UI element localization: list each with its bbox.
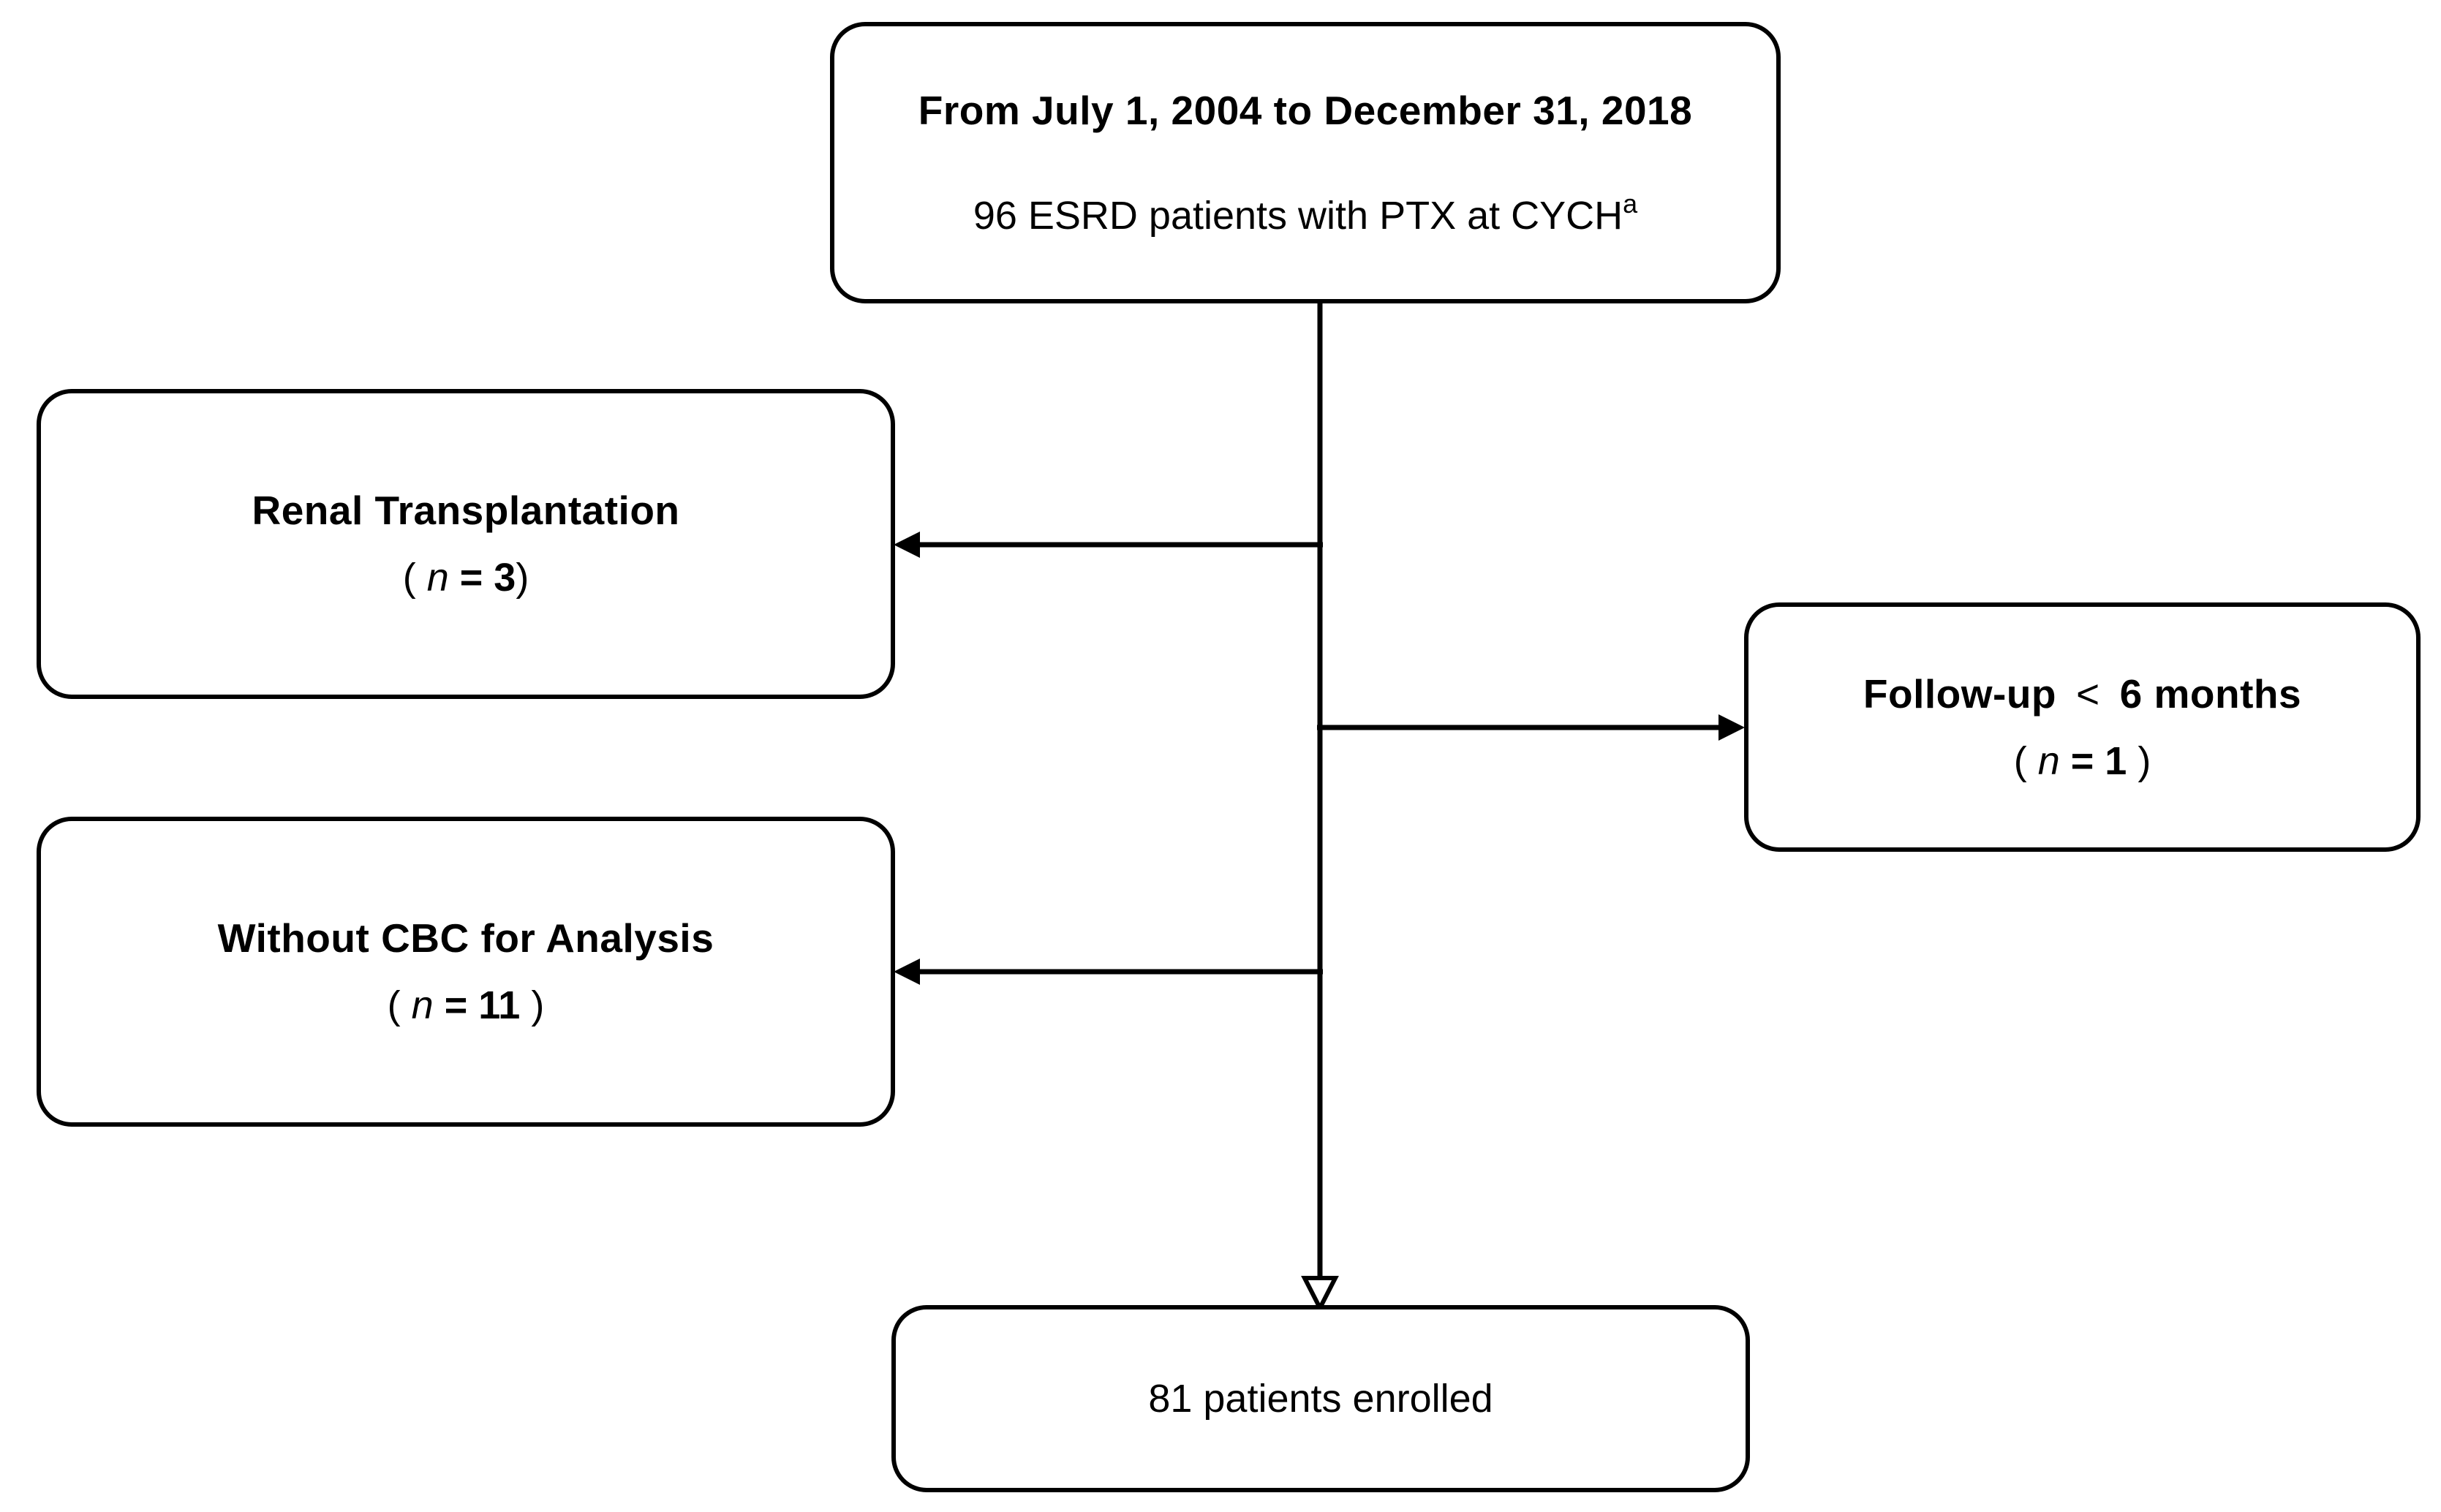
arrowhead-renal-icon xyxy=(894,532,920,558)
n-variable: n xyxy=(426,556,449,600)
arrowhead-enrolled-open-icon xyxy=(1301,1276,1339,1313)
paren-close: ) xyxy=(516,556,529,600)
box-study-period: From July 1, 2004 to December 31, 2018 9… xyxy=(830,22,1781,303)
paren-close: ) xyxy=(520,983,545,1027)
study-period-title: From July 1, 2004 to December 31, 2018 xyxy=(918,87,1693,133)
box-exclusion-without-cbc: Without CBC for Analysis ( n = 11 ) xyxy=(37,817,895,1127)
followup-label: Follow-up xyxy=(1863,670,2057,717)
footnote-marker-a: a xyxy=(1623,188,1638,219)
enrolled-count-text: 81 patients enrolled xyxy=(1148,1377,1493,1421)
study-population-text: 96 ESRD patients with PTX at CYCHa xyxy=(973,188,1638,239)
cbc-exclusion-count: ( n = 11 ) xyxy=(388,982,545,1029)
followup-exclusion-count: ( n = 1 ) xyxy=(2014,738,2151,785)
box-exclusion-renal-transplantation: Renal Transplantation ( n = 3) xyxy=(37,389,895,699)
less-than-sign: < xyxy=(2076,670,2100,717)
arrowhead-followup-icon xyxy=(1718,714,1745,741)
renal-exclusion-title: Renal Transplantation xyxy=(252,488,680,533)
n-variable: n xyxy=(2037,738,2060,783)
box-exclusion-followup: Follow-up <6 months ( n = 1 ) xyxy=(1744,602,2421,852)
box-patients-enrolled: 81 patients enrolled xyxy=(891,1305,1750,1492)
cbc-exclusion-title: Without CBC for Analysis xyxy=(217,915,714,961)
paren-close: ) xyxy=(2127,738,2151,783)
n-variable: n xyxy=(411,983,434,1027)
paren-open: ( xyxy=(2013,738,2038,783)
paren-open: ( xyxy=(402,556,427,600)
n-value: = 3 xyxy=(448,556,516,600)
study-population-main: 96 ESRD patients with PTX at CYCH xyxy=(973,193,1623,238)
followup-duration: 6 months xyxy=(2119,670,2302,717)
n-value: = 11 xyxy=(433,983,521,1027)
renal-exclusion-count: ( n = 3) xyxy=(403,554,529,601)
arrowhead-cbc-icon xyxy=(894,959,920,985)
paren-open: ( xyxy=(387,983,412,1027)
followup-exclusion-title: Follow-up <6 months xyxy=(1863,670,2301,717)
n-value: = 1 xyxy=(2059,738,2127,783)
